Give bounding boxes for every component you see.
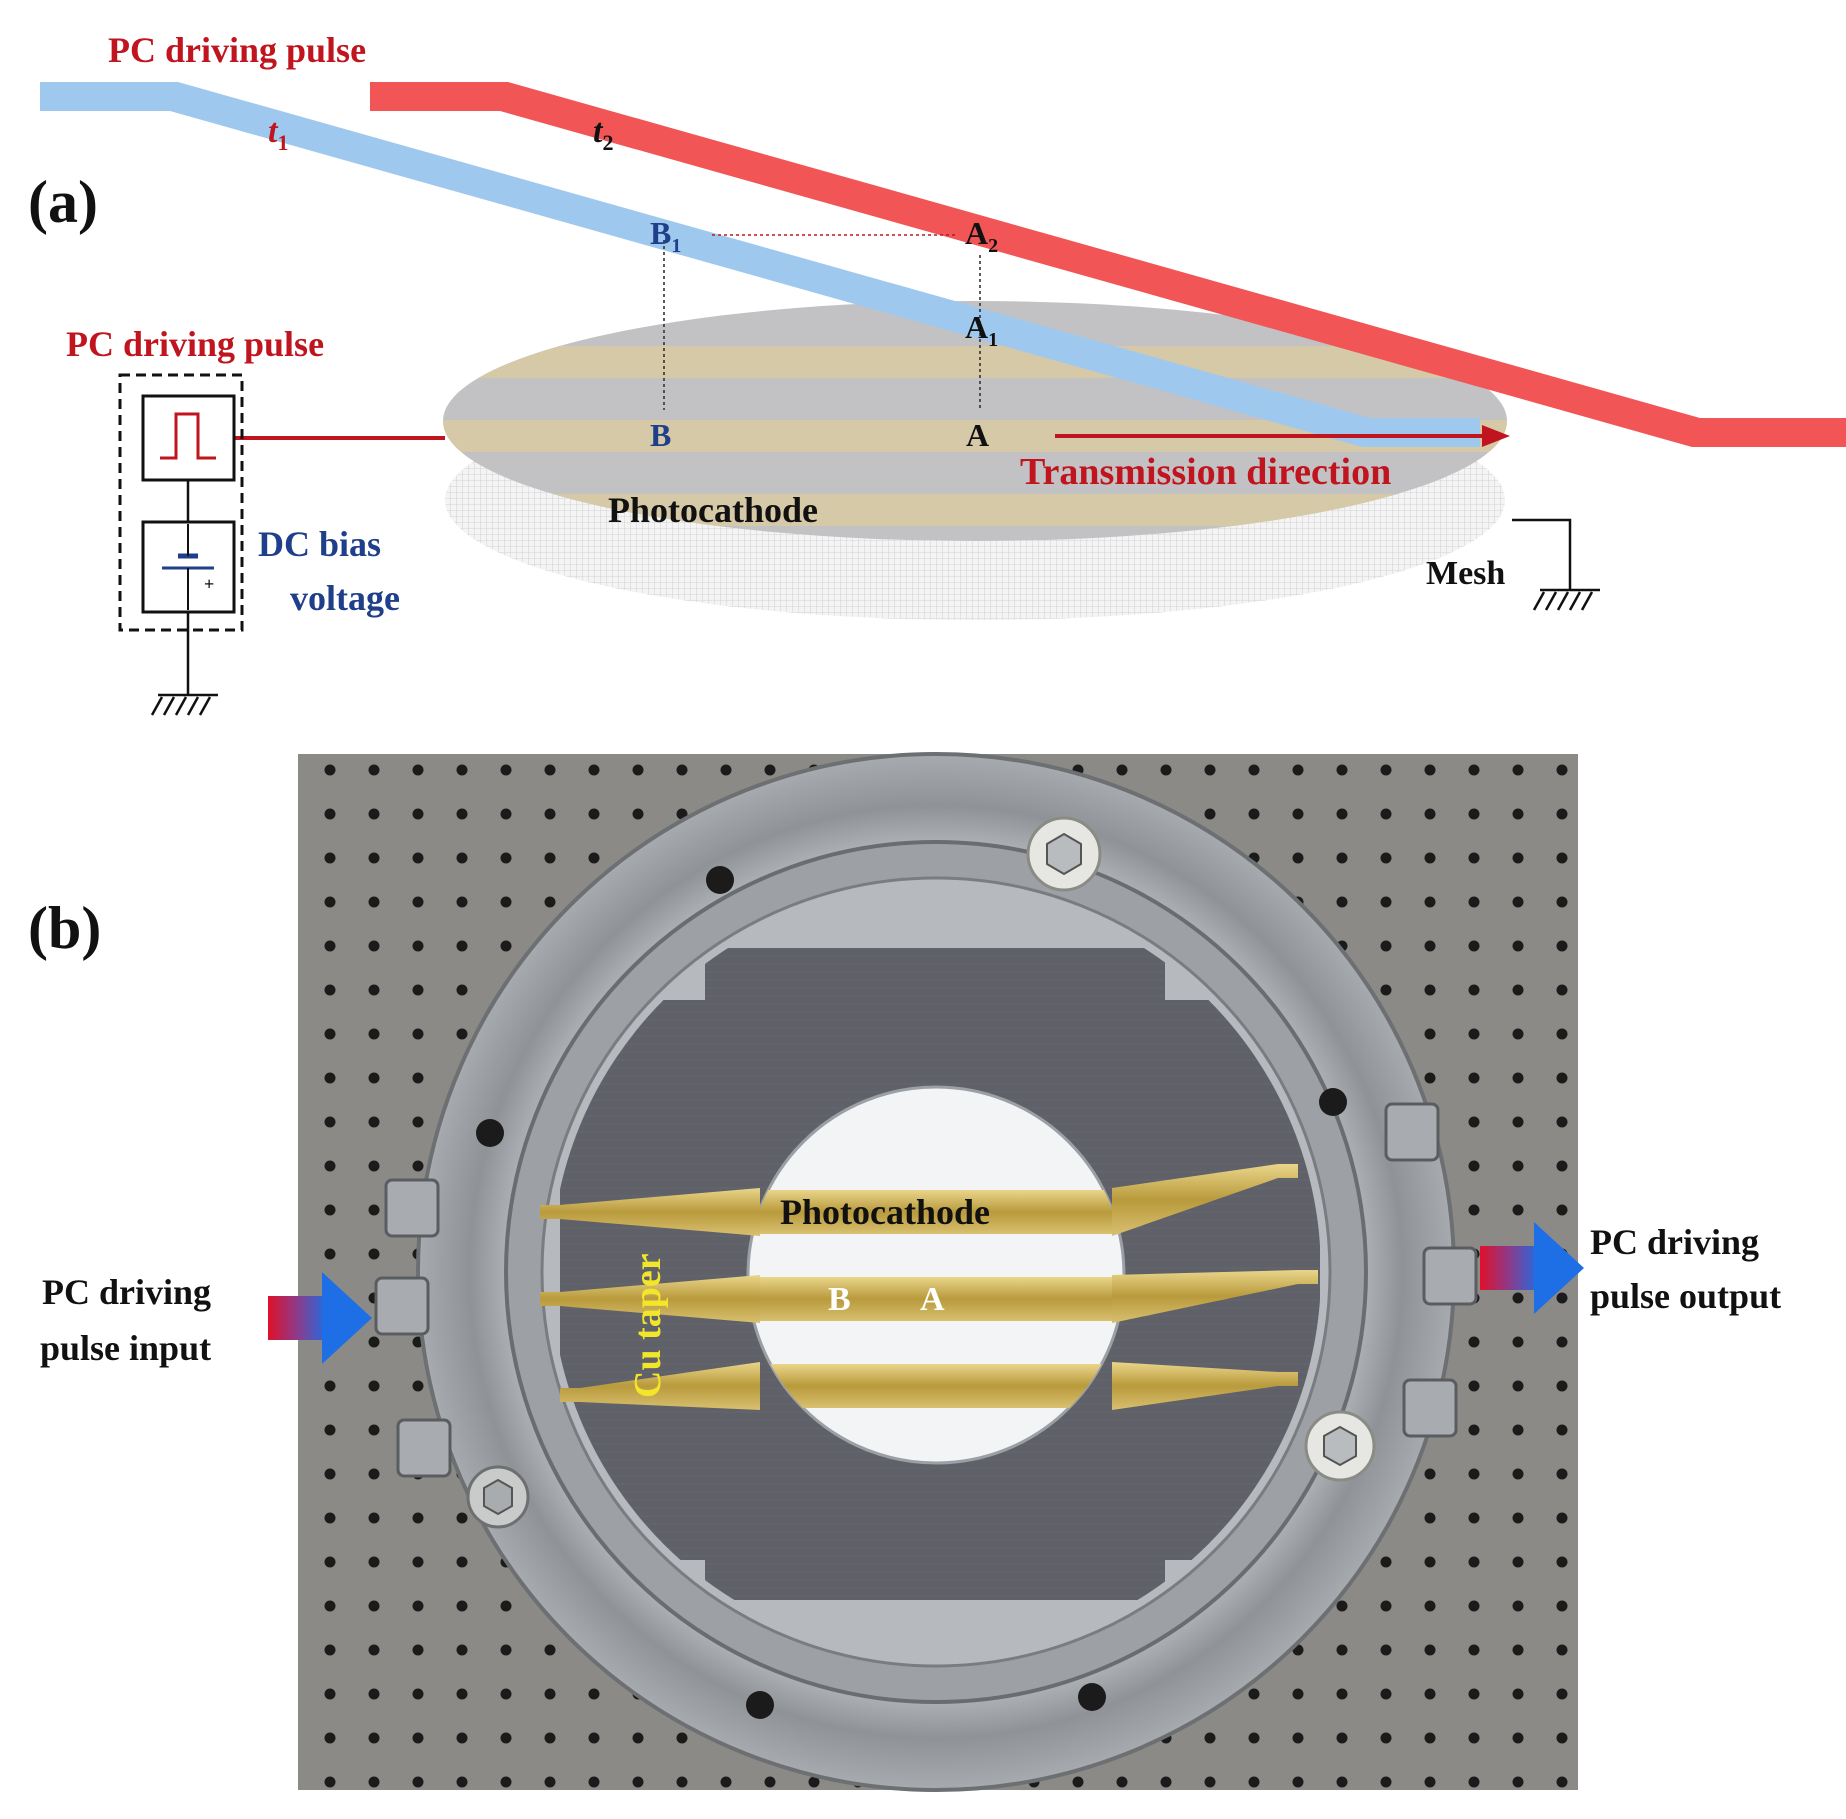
output-label-1: PC driving xyxy=(1590,1222,1759,1262)
square-pulse-icon xyxy=(160,412,216,460)
output-arrow-head xyxy=(1534,1222,1584,1314)
left-pulse-title: PC driving pulse xyxy=(66,324,324,364)
panel-b: (b) Photocathode Cu taper B A PC driving… xyxy=(28,752,1781,1792)
pulse-generator xyxy=(141,394,236,482)
pulse-t2-band xyxy=(370,82,1846,447)
panel-a-label: (a) xyxy=(28,169,98,235)
battery-plus: + xyxy=(204,574,214,594)
cu-taper-left-2 xyxy=(540,1275,760,1323)
cu-taper-left-3 xyxy=(560,1362,760,1410)
ground-icon-left xyxy=(150,693,218,716)
input-label-2: pulse input xyxy=(40,1328,211,1368)
gold-strip-1 xyxy=(748,1190,1124,1234)
output-arrow-body xyxy=(1480,1246,1540,1290)
bolt-nut-top xyxy=(1046,832,1082,876)
pcb-board-top xyxy=(705,948,1165,1018)
input-arrow-body xyxy=(268,1296,328,1340)
nylon-bolts xyxy=(466,816,1376,1529)
photocathode-label-a: Photocathode xyxy=(608,490,818,530)
mesh-ground-wire xyxy=(1512,518,1572,590)
sma-connector-right-1 xyxy=(1384,1102,1440,1162)
cu-taper-right-3 xyxy=(1112,1362,1298,1410)
ground-icon-right xyxy=(1532,588,1600,611)
flange-hole-3 xyxy=(1319,1088,1347,1116)
sma-connector-left-1 xyxy=(384,1178,440,1238)
sma-connector-right-2 xyxy=(1422,1246,1478,1306)
mesh-label: Mesh xyxy=(1426,555,1505,592)
input-arrow-head xyxy=(322,1272,372,1364)
input-label-1: PC driving xyxy=(42,1272,211,1312)
sma-connectors xyxy=(374,1102,1478,1478)
flange-hole-2 xyxy=(476,1119,504,1147)
sma-connector-left-3 xyxy=(396,1418,452,1478)
cu-taper-right-2 xyxy=(1112,1270,1318,1323)
point-b1-label: B1 xyxy=(650,215,681,257)
gold-strip-2 xyxy=(748,1277,1124,1321)
flange-hole-4 xyxy=(746,1691,774,1719)
transmission-arrow-head xyxy=(1482,425,1510,447)
pulse-t2-label: t2 xyxy=(593,113,613,155)
bolt-nut-bottom-right xyxy=(1323,1425,1357,1467)
transmission-direction-label: Transmission direction xyxy=(1020,451,1391,493)
point-a1-label: A1 xyxy=(965,309,998,351)
point-a-photo-label: A xyxy=(920,1281,945,1318)
stripe-1 xyxy=(443,346,1507,378)
bolt-nut-bottom-left xyxy=(483,1478,513,1516)
dc-bias-label-1: DC bias xyxy=(258,524,381,564)
pulse-t1-band xyxy=(40,82,1480,447)
top-pulse-title: PC driving pulse xyxy=(108,30,366,70)
panel-a: + (a) PC driving pulse t1 t2 B1 A2 A1 xyxy=(28,30,1846,716)
flange-holes xyxy=(476,866,1347,1719)
point-a2-label: A2 xyxy=(965,215,998,257)
cu-taper-right-1 xyxy=(1112,1164,1298,1236)
sma-connector-right-3 xyxy=(1402,1378,1458,1438)
point-b-label: B xyxy=(650,417,671,453)
flange-hole-1 xyxy=(706,866,734,894)
point-b-photo-label: B xyxy=(828,1281,851,1318)
pcb-board-bottom xyxy=(705,1540,1165,1600)
flange-hole-5 xyxy=(1078,1683,1106,1711)
circuit-box xyxy=(118,373,244,632)
cu-taper-left-1 xyxy=(540,1188,760,1236)
photocathode-label-b: Photocathode xyxy=(780,1192,990,1232)
panel-b-label: (b) xyxy=(28,895,101,961)
sma-connector-left-2 xyxy=(374,1276,430,1336)
cu-taper-label: Cu taper xyxy=(627,1253,669,1398)
pulse-t1-label: t1 xyxy=(268,113,288,155)
point-a-label: A xyxy=(966,417,989,453)
dc-bias-label-2: voltage xyxy=(290,578,400,618)
output-label-2: pulse output xyxy=(1590,1276,1781,1316)
gold-strip-3 xyxy=(748,1364,1124,1408)
